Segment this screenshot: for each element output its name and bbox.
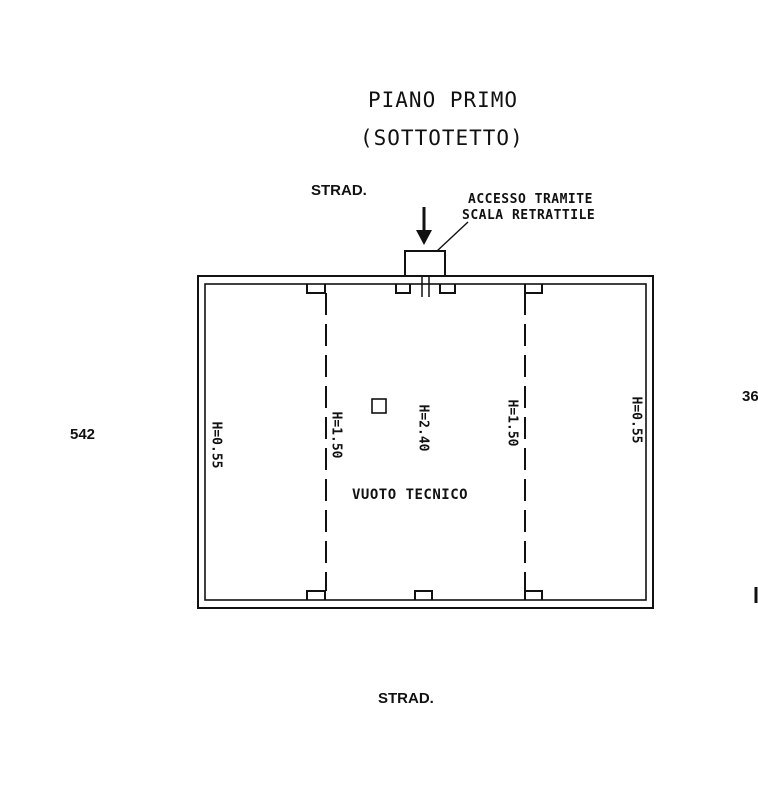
notch-top-center-right (439, 284, 456, 294)
notch-bottom-center (414, 590, 433, 600)
stair-hatch-box (404, 250, 446, 277)
height-label-4: H=1.50 (504, 399, 520, 447)
road-label-bottom: STRAD. (378, 690, 434, 707)
dimension-right: 36 (742, 388, 758, 405)
small-square (371, 398, 387, 414)
notch-top-right (524, 284, 543, 294)
notch-bottom-left (306, 590, 326, 600)
height-label-2: H=1.50 (328, 411, 344, 459)
access-leader-line (436, 221, 469, 252)
page-title: PIANO PRIMO (368, 88, 519, 112)
notch-top-center-left (395, 284, 411, 294)
page-subtitle: (SOTTOTETTO) (360, 126, 524, 150)
notch-top-left (306, 284, 326, 294)
room-label: VUOTO TECNICO (352, 487, 469, 503)
height-label-1: H=0.55 (208, 421, 224, 469)
dimension-left: 542 (70, 426, 96, 443)
height-label-5: H=0.55 (628, 396, 644, 444)
access-note-line1: ACCESSO TRAMITE (468, 192, 593, 207)
access-arrow-head (416, 230, 432, 245)
access-note-line2: SCALA RETRATTILE (462, 208, 596, 223)
height-label-3: H=2.40 (415, 404, 431, 452)
inner-wall (204, 283, 647, 601)
road-label-top: STRAD. (311, 182, 367, 199)
notch-bottom-right (524, 590, 543, 600)
